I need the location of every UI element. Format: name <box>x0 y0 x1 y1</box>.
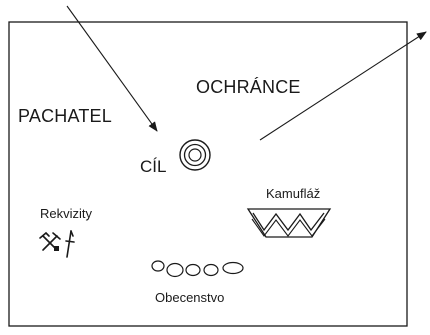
tools-icon <box>39 230 75 258</box>
camouflage-label: Kamufláž <box>266 186 321 201</box>
guardian-arrow <box>259 31 427 141</box>
target-label: CÍL <box>140 157 167 176</box>
props-label: Rekvizity <box>40 206 93 221</box>
offender-label: PACHATEL <box>18 106 112 126</box>
ovals-crowd-icon <box>151 260 244 278</box>
offender-arrow <box>66 5 158 132</box>
environment-frame <box>8 21 408 327</box>
zigzag-camouflage-icon <box>246 208 332 238</box>
guardian-label: OCHRÁNCE <box>196 77 301 97</box>
concentric-target-icon <box>179 139 211 171</box>
audience-label: Obecenstvo <box>155 290 225 305</box>
